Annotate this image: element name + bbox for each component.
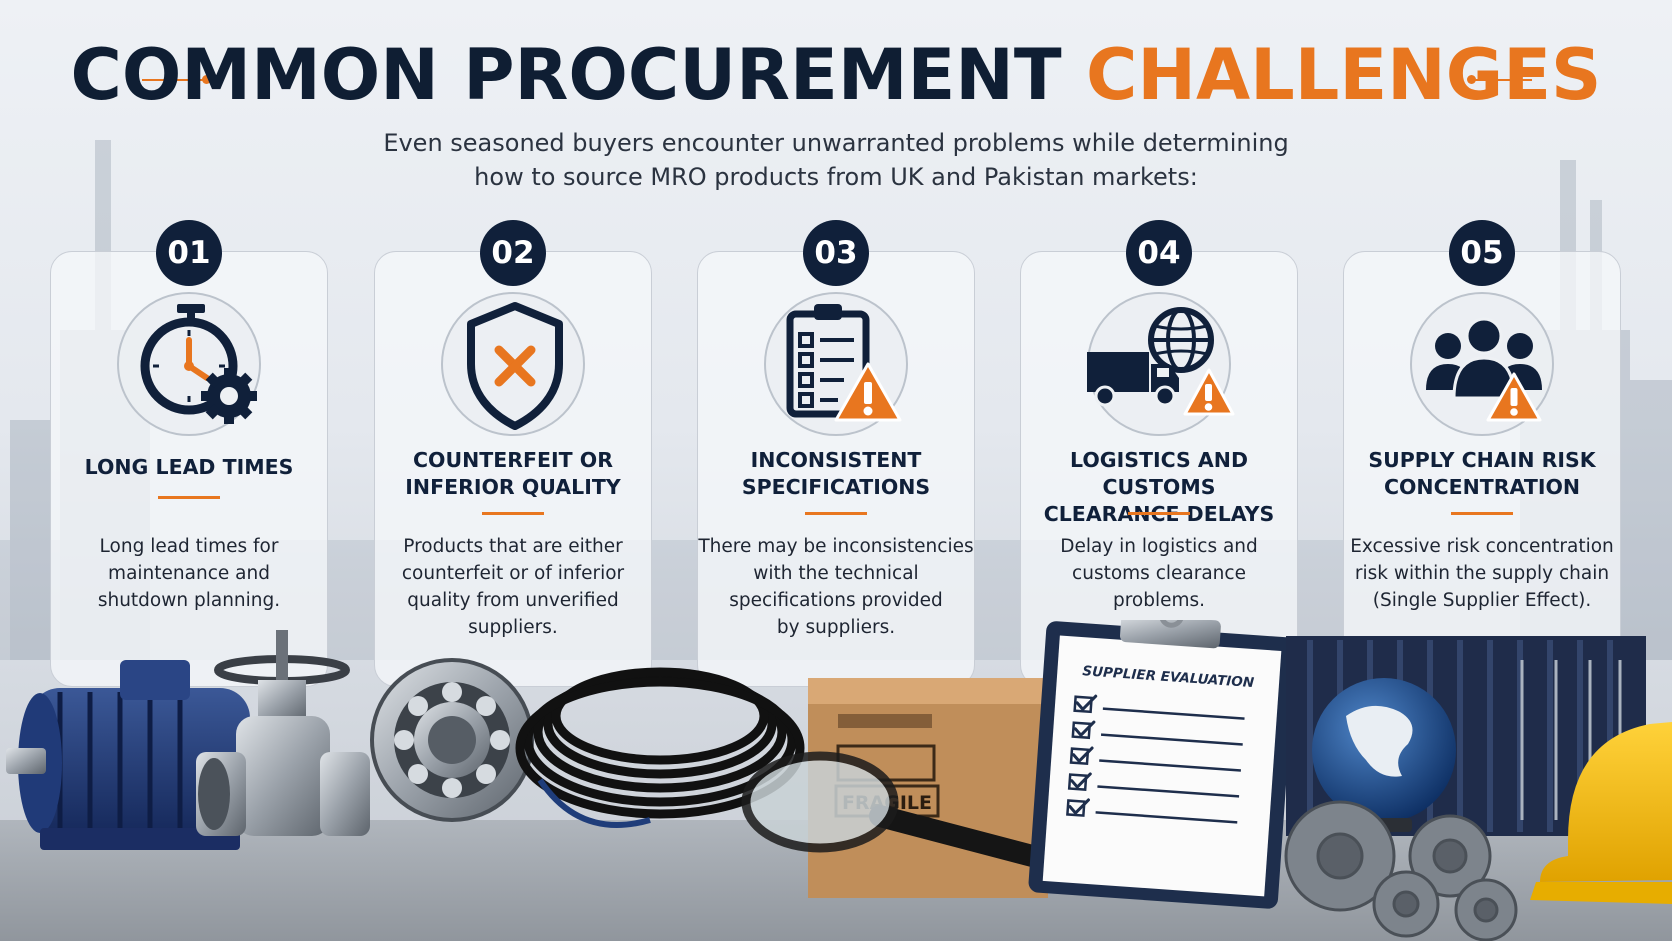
card-desc-line-3: shutdown planning.: [97, 590, 281, 611]
people-warning-icon: [1410, 292, 1554, 436]
card-desc-line-1: Delay in logistics and: [1060, 536, 1258, 557]
card-desc-line-2: maintenance and: [108, 563, 270, 584]
subtitle-line-1: Even seasoned buyers encounter unwarrant…: [383, 129, 1289, 157]
card-title: SUPPLY CHAIN RISK CONCENTRATION: [1343, 447, 1621, 501]
card-divider: [1128, 512, 1190, 515]
card-divider: [482, 512, 544, 515]
card-divider: [1451, 512, 1513, 515]
card-number-badge: 03: [803, 220, 869, 286]
card-title: INCONSISTENT SPECIFICATIONS: [697, 447, 975, 501]
card-desc-line-2: counterfeit or of inferior: [401, 563, 625, 584]
card-desc-line-1: There may be inconsistencies: [698, 536, 974, 557]
card-desc-line-2: risk within the supply chain: [1354, 563, 1610, 584]
card-desc-line-2: customs clearance: [1072, 563, 1246, 584]
page-subtitle: Even seasoned buyers encounter unwarrant…: [336, 126, 1336, 194]
card-number-badge: 04: [1126, 220, 1192, 286]
card-title: LOGISTICS AND CUSTOMS CLEARANCE DELAYS: [1020, 447, 1298, 528]
card-title: LONG LEAD TIMES: [50, 454, 328, 481]
fragile-box: FRAGILE: [808, 678, 1048, 898]
cable-coil: [515, 667, 805, 828]
card-title-line-1: COUNTERFEIT OR: [412, 448, 613, 472]
card-desc-line-3: problems.: [1112, 590, 1206, 611]
truck-globe-warning-icon: [1087, 292, 1235, 436]
card-desc-line-1: Excessive risk concentration: [1350, 536, 1614, 557]
mro-products-illustration: FRAGILE SUPPLIER EVALUATION: [0, 620, 1672, 941]
card-title-line-1: LOGISTICS AND CUSTOMS: [1070, 448, 1248, 499]
card-description: Long lead times for maintenance and shut…: [50, 533, 328, 614]
supplier-evaluation-clipboard: SUPPLIER EVALUATION: [1028, 620, 1296, 909]
gears: [1284, 800, 1518, 941]
card-number-badge: 05: [1449, 220, 1515, 286]
title-decor-dot-left: [202, 75, 211, 84]
electric-motor: [6, 660, 250, 850]
card-title-line-1: SUPPLY CHAIN RISK: [1368, 448, 1596, 472]
card-title-line-2: INFERIOR QUALITY: [405, 475, 621, 499]
clipboard-warning-icon: [764, 292, 908, 436]
subtitle-line-2: how to source MRO products from UK and P…: [474, 163, 1198, 191]
card-divider: [805, 512, 867, 515]
title-part-orange: CHALLENGES: [1086, 34, 1602, 116]
card-title-line-2: SPECIFICATIONS: [741, 475, 931, 499]
ball-bearing: [370, 658, 534, 822]
card-description: Products that are either counterfeit or …: [374, 533, 652, 641]
card-title-line-1: LONG LEAD TIMES: [84, 455, 294, 479]
hard-hat: [1530, 722, 1672, 904]
card-number-badge: 02: [480, 220, 546, 286]
card-title-line-1: INCONSISTENT: [750, 448, 922, 472]
card-description: Excessive risk concentration risk within…: [1343, 533, 1621, 614]
title-decor-dot-right: [1467, 75, 1476, 84]
card-desc-line-1: Products that are either: [403, 536, 623, 557]
card-title: COUNTERFEIT OR INFERIOR QUALITY: [374, 447, 652, 501]
card-description: Delay in logistics and customs clearance…: [1020, 533, 1298, 614]
magnifying-glass: [741, 751, 1051, 869]
card-desc-line-4: suppliers.: [468, 617, 558, 638]
card-desc-line-3: quality from unverified: [407, 590, 619, 611]
title-decor-line-right: [1470, 79, 1532, 81]
card-desc-line-2: with the technical: [753, 563, 919, 584]
card-title-line-2: CONCENTRATION: [1383, 475, 1581, 499]
title-part-navy: COMMON PROCUREMENT: [70, 34, 1062, 116]
card-number-badge: 01: [156, 220, 222, 286]
card-divider: [158, 496, 220, 499]
card-desc-line-3: (Single Supplier Effect).: [1372, 590, 1592, 611]
card-desc-line-3: specifications provided: [729, 590, 943, 611]
stopwatch-gear-icon: [117, 292, 261, 436]
gate-valve: [196, 630, 370, 836]
card-description: There may be inconsistencies with the te…: [697, 533, 975, 641]
title-decor-line-left: [142, 79, 204, 81]
shield-x-icon: [441, 292, 585, 436]
page-title: COMMON PROCUREMENT CHALLENGES: [0, 34, 1672, 116]
card-desc-line-4: by suppliers.: [776, 617, 896, 638]
card-desc-line-1: Long lead times for: [99, 536, 279, 557]
